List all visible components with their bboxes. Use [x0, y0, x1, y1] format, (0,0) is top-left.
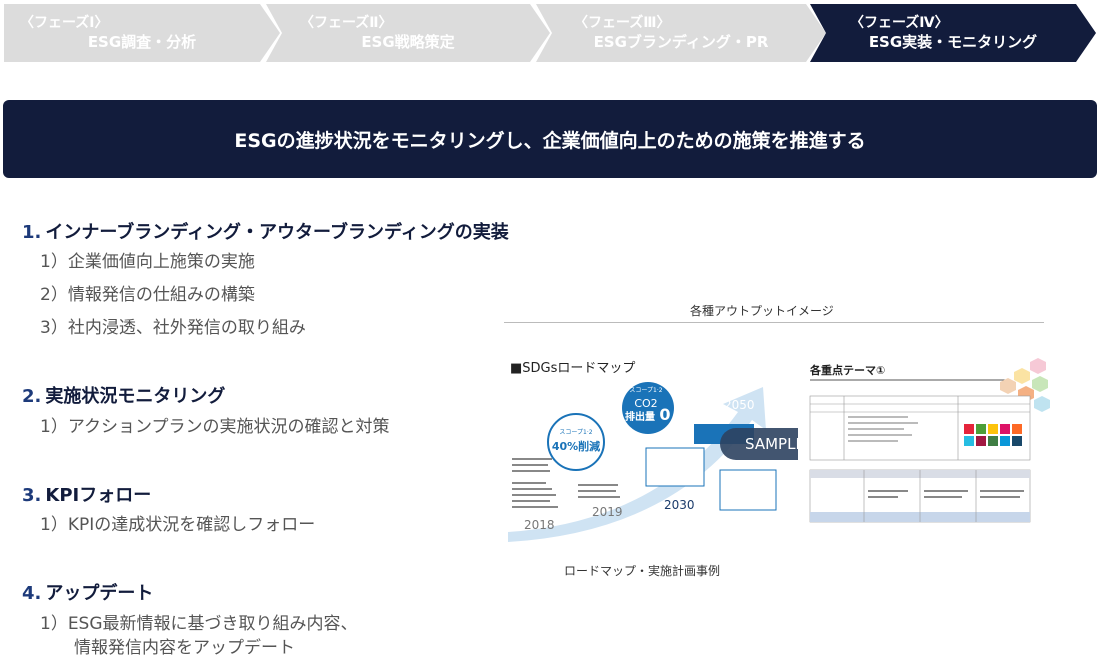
phase-2-tag: 〈フェーズⅡ〉: [300, 15, 393, 31]
section-2-label: 実施状況モニタリング: [45, 386, 226, 407]
phase-4-shape: [810, 4, 1096, 62]
section-3-item-1: 1）KPIの達成状況を確認しフォロー: [40, 515, 316, 535]
section-3-label: KPIフォロー: [45, 485, 152, 506]
year-2018: 2018: [524, 518, 555, 532]
phase-1-tag: 〈フェーズⅠ〉: [20, 15, 109, 31]
section-2-item-1: 1）アクションプランの実施状況の確認と対策: [40, 417, 390, 437]
phase-3-tag: 〈フェーズⅢ〉: [574, 15, 671, 31]
output-divider: [504, 322, 1044, 323]
year-2050: 2050: [724, 398, 755, 412]
roadmap-arrow: [508, 387, 766, 542]
zero-scope-label: スコープ1·2: [629, 387, 662, 394]
phase-3-shape: [536, 4, 826, 62]
section-4-number: 4.: [22, 583, 42, 604]
plan-image: 各重点テーマ①: [809, 358, 1050, 523]
section-2-title: 2.実施状況モニタリング: [22, 382, 225, 408]
section-1-number: 1.: [22, 222, 42, 243]
phase-1[interactable]: 〈フェーズⅠ〉 ESG調査・分析: [4, 4, 280, 62]
section-1-item-1: 1）企業価値向上施策の実施: [40, 252, 255, 272]
reduction-scope-label: スコープ1·2: [559, 429, 592, 436]
zero-emission-label: 排出量: [625, 410, 655, 423]
roadmap-text-lines: [512, 458, 620, 508]
zero-value: 0: [659, 405, 670, 424]
section-2-number: 2.: [22, 386, 42, 407]
section-4-item-2: 情報発信内容をアップデート: [74, 638, 295, 658]
zero-co2-label: CO2: [634, 397, 657, 410]
phase-4-tag: 〈フェーズⅣ〉: [850, 15, 949, 31]
section-4-label: アップデート: [45, 583, 154, 604]
info-box-2030: [645, 447, 705, 487]
reduction-value: 40%削減: [552, 439, 600, 453]
sdg-hex-icons: [1000, 358, 1050, 412]
phase-2[interactable]: 〈フェーズⅡ〉 ESG戦略策定: [266, 4, 550, 62]
phase-4[interactable]: 〈フェーズⅣ〉 ESG実装・モニタリング: [810, 4, 1096, 62]
sample-label: SAMPLE: [745, 435, 798, 453]
phase-2-shape: [266, 4, 550, 62]
phase-1-name: ESG調査・分析: [87, 33, 197, 51]
section-1-title: 1.インナーブランディング・アウターブランディングの実装: [22, 218, 509, 244]
info-box-2050: [719, 469, 777, 511]
section-3-title: 3.KPIフォロー: [22, 481, 151, 507]
section-1-item-2: 2）情報発信の仕組みの構築: [40, 285, 255, 305]
roadmap-title: ■SDGsロードマップ: [510, 361, 635, 376]
sample-badge: [720, 428, 798, 460]
phase-3[interactable]: 〈フェーズⅢ〉 ESGブランディング・PR: [536, 4, 826, 62]
phase-bar: 〈フェーズⅠ〉 ESG調査・分析 〈フェーズⅡ〉 ESG戦略策定 〈フェーズⅢ〉…: [4, 4, 1096, 62]
reduction-circle: [547, 413, 605, 471]
section-4-title: 4.アップデート: [22, 579, 153, 605]
section-1-label: インナーブランディング・アウターブランディングの実装: [45, 222, 509, 243]
section-1-item-3: 3）社内浸透、社外発信の取り組み: [40, 318, 306, 338]
sdg-tiles: [964, 424, 1022, 446]
headline-banner: ESGの進捗状況をモニタリングし、企業価値向上のための施策を推進する: [3, 100, 1097, 178]
roadmap-image: ■SDGsロードマップ スコープ1·2 40%削減 スコープ1·2 CO2 排出…: [508, 361, 798, 542]
phase-2-name: ESG戦略策定: [361, 33, 455, 51]
phase-4-name: ESG実装・モニタリング: [868, 33, 1038, 51]
section-4-item-1: 1）ESG最新情報に基づき取り組み内容、: [40, 614, 358, 634]
phase-3-name: ESGブランディング・PR: [593, 33, 769, 51]
zero-circle: [622, 382, 674, 434]
output-caption-top: 各種アウトプットイメージ: [690, 304, 834, 318]
section-3-number: 3.: [22, 485, 42, 506]
output-caption-bottom: ロードマップ・実施計画事例: [564, 564, 721, 578]
year-2019: 2019: [592, 505, 623, 519]
plan-title: 各重点テーマ①: [809, 363, 885, 377]
phase-1-shape: [4, 4, 280, 62]
year-2030: 2030: [664, 498, 695, 512]
